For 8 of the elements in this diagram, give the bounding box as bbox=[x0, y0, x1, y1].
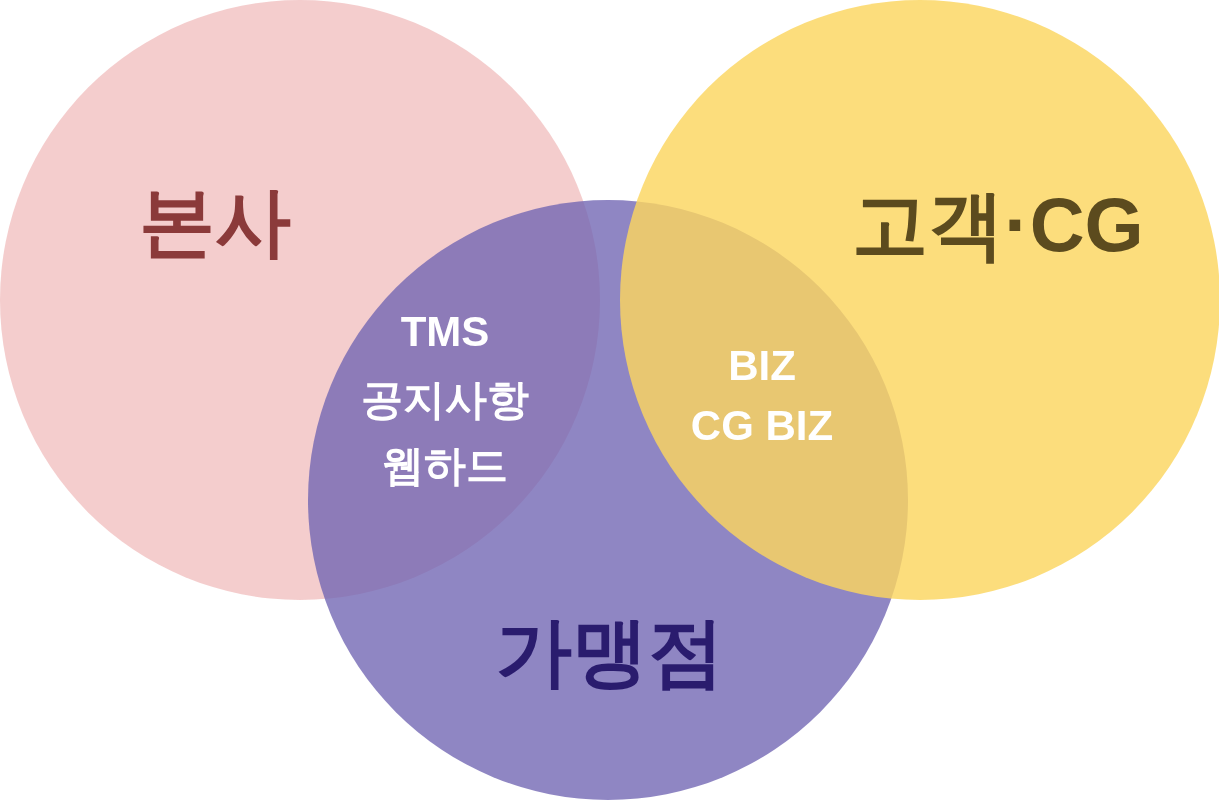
set-title: 본사 bbox=[139, 184, 291, 260]
set-title: 고객·CG bbox=[852, 187, 1144, 263]
overlap-label: CG BIZ bbox=[690, 405, 834, 447]
overlap-label: 공지사항 bbox=[361, 379, 529, 421]
overlap-label: BIZ bbox=[728, 345, 796, 387]
overlap-label: 웹하드 bbox=[382, 445, 508, 487]
overlap-label: TMS bbox=[400, 311, 490, 353]
set-title: 가맹점 bbox=[496, 614, 724, 690]
